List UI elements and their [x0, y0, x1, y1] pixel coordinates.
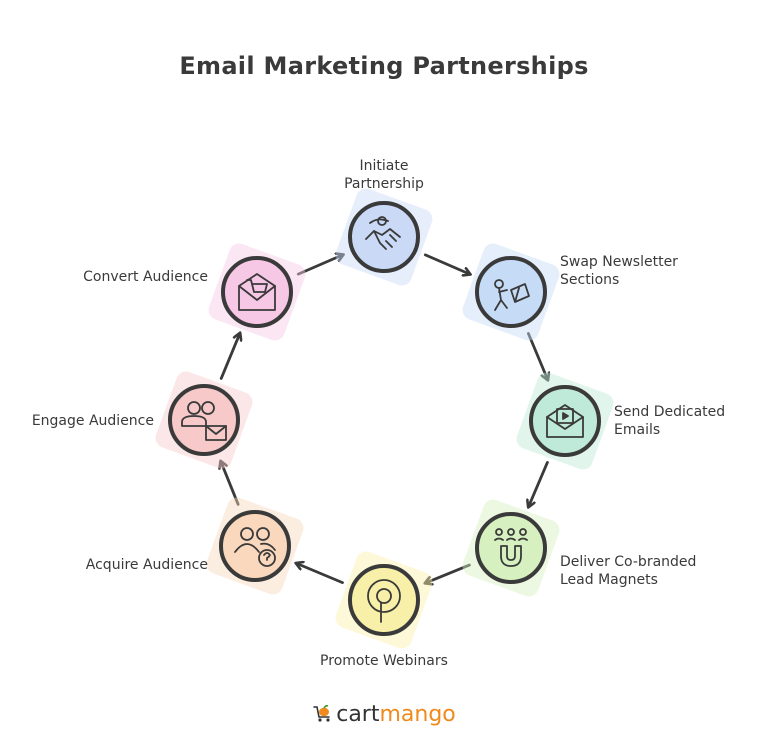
step-node-swap — [462, 243, 560, 341]
cycle-arrow-8 — [296, 255, 342, 276]
pin-icon — [367, 579, 401, 623]
cycle-arrow-4 — [426, 563, 471, 583]
step-circle-send — [529, 385, 601, 457]
label-acquire-audience: Acquire Audience — [85, 557, 208, 573]
cart-email-icon — [238, 273, 276, 311]
step-circle-acquire — [219, 510, 291, 582]
step-circle-deliver — [475, 512, 547, 584]
step-node-convert — [208, 243, 306, 341]
step-circle-webinars — [348, 564, 420, 636]
step-node-acquire — [206, 497, 304, 595]
cycle-arrow-3 — [529, 461, 549, 506]
label-convert-audience: Convert Audience — [83, 269, 208, 285]
logo-text-mango: mango — [379, 702, 456, 727]
step-node-deliver — [462, 499, 560, 597]
cycle-arrow-6 — [221, 462, 240, 506]
logo-text-cart: cart — [336, 702, 380, 727]
handshake-icon — [365, 216, 401, 250]
magnet-icon — [494, 528, 528, 567]
label-engage-audience: Engage Audience — [31, 413, 154, 429]
audience-question-icon — [234, 527, 276, 567]
cartmango-logo: cartmango — [0, 702, 768, 727]
newsletter-swap-icon — [494, 279, 530, 311]
cart-mango-logo-icon — [313, 704, 331, 722]
cycle-arrow-2 — [526, 332, 547, 380]
label-promote-webinars: Promote Webinars — [320, 653, 448, 669]
step-circle-engage — [168, 384, 240, 456]
audience-mail-icon — [181, 401, 227, 441]
video-email-icon — [546, 404, 584, 438]
step-circle-initiate — [348, 201, 420, 273]
step-node-engage — [155, 371, 253, 469]
diagram-title: Email Marketing Partnerships — [179, 52, 589, 80]
cycle-arrow-5 — [297, 563, 344, 585]
step-node-initiate — [335, 188, 433, 286]
step-node-send — [516, 372, 614, 470]
cycle-arrow-7 — [219, 334, 240, 380]
step-node-webinars — [335, 551, 433, 649]
cycle-arrow-1 — [423, 253, 469, 274]
